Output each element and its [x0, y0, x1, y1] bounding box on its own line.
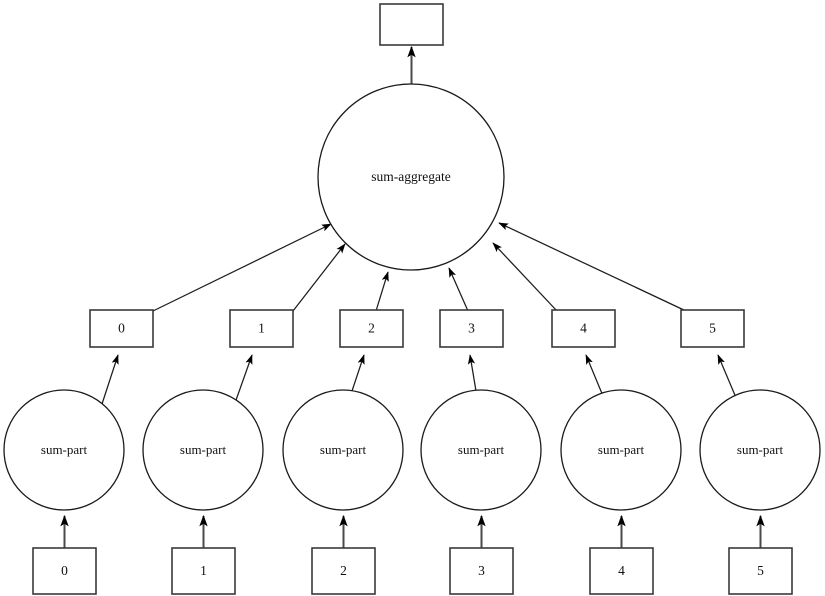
- input-box-0-shape: [32, 547, 97, 595]
- edge-box-4-to-aggregate: [492, 242, 558, 312]
- intermediate-box-1[interactable]: 1: [229, 309, 294, 348]
- edge-box-0-to-aggregate: [152, 223, 332, 312]
- input-box-4-label: 4: [618, 563, 625, 578]
- input-box-2-shape: [311, 547, 376, 595]
- aggregate-label: sum-aggregate: [371, 169, 450, 184]
- input-box-0[interactable]: 0: [32, 547, 97, 595]
- intermediate-box-1-shape: [229, 309, 294, 348]
- intermediate-box-4[interactable]: 4: [551, 309, 616, 348]
- node-part-4[interactable]: sum-part: [560, 389, 682, 511]
- edge-part-1-to-box-1: [234, 354, 253, 404]
- part-0-circle-shape: [3, 389, 125, 511]
- input-box-1[interactable]: 1: [171, 547, 236, 595]
- output-box-shape: [379, 3, 444, 46]
- intermediate-box-2-label: 2: [368, 321, 375, 336]
- edge-box-3-to-aggregate: [448, 267, 469, 312]
- input-box-3-label: 3: [478, 563, 485, 578]
- node-part-5[interactable]: sum-part: [699, 389, 821, 511]
- node-aggregate[interactable]: sum-aggregate: [317, 83, 505, 271]
- part-2-label: sum-part: [320, 442, 367, 457]
- intermediate-box-2-shape: [339, 309, 404, 348]
- part-2-circle-shape: [282, 389, 404, 511]
- part-nodes-group: sum-part sum-part sum-part sum-part sum-…: [3, 389, 821, 511]
- part-3-label: sum-part: [458, 442, 505, 457]
- edges-input-to-part: [60, 514, 765, 548]
- part-4-circle-shape: [560, 389, 682, 511]
- part-5-circle-shape: [699, 389, 821, 511]
- part-4-label: sum-part: [598, 442, 645, 457]
- edge-box-5-to-aggregate: [498, 222, 687, 312]
- intermediate-box-3-label: 3: [468, 321, 475, 336]
- intermediate-box-4-label: 4: [580, 321, 587, 336]
- input-box-5-label: 5: [757, 563, 764, 578]
- intermediate-box-0-label: 0: [118, 321, 125, 336]
- node-part-3[interactable]: sum-part: [420, 389, 542, 511]
- edge-box-2-to-aggregate: [375, 271, 389, 312]
- edge-part-2-to-box-2: [351, 354, 365, 392]
- input-box-2[interactable]: 2: [311, 547, 376, 595]
- part-0-label: sum-part: [41, 442, 88, 457]
- intermediate-box-1-label: 1: [258, 321, 265, 336]
- intermediate-box-5-label: 5: [709, 321, 716, 336]
- input-box-5-shape: [728, 547, 793, 595]
- node-output-box[interactable]: [379, 3, 444, 46]
- edge-part-4-to-box-4: [585, 354, 604, 397]
- input-box-4-shape: [589, 547, 654, 595]
- intermediate-boxes-group: 0 1 2 3 4 5: [89, 309, 745, 348]
- node-part-0[interactable]: sum-part: [3, 389, 125, 511]
- intermediate-box-0-shape: [89, 309, 154, 348]
- edges-part-to-box: [101, 354, 738, 405]
- part-3-circle-shape: [420, 389, 542, 511]
- input-box-5[interactable]: 5: [728, 547, 793, 595]
- input-box-0-label: 0: [61, 563, 68, 578]
- intermediate-box-5-shape: [680, 309, 745, 348]
- intermediate-box-5[interactable]: 5: [680, 309, 745, 348]
- node-part-2[interactable]: sum-part: [282, 389, 404, 511]
- edge-box-1-to-aggregate: [292, 243, 346, 312]
- part-5-label: sum-part: [737, 442, 784, 457]
- node-part-1[interactable]: sum-part: [142, 389, 264, 511]
- edge-part-0-to-box-0: [101, 354, 119, 405]
- intermediate-box-3[interactable]: 3: [439, 309, 504, 348]
- edges-box-to-aggregate: [152, 222, 687, 312]
- input-box-4[interactable]: 4: [589, 547, 654, 595]
- input-box-1-label: 1: [200, 563, 207, 578]
- input-box-2-label: 2: [340, 563, 347, 578]
- input-box-3-shape: [449, 547, 514, 595]
- input-box-1-shape: [171, 547, 236, 595]
- edge-part-3-to-box-3: [467, 354, 477, 392]
- intermediate-box-3-shape: [439, 309, 504, 348]
- part-1-label: sum-part: [180, 442, 227, 457]
- intermediate-box-2[interactable]: 2: [339, 309, 404, 348]
- intermediate-box-4-shape: [551, 309, 616, 348]
- input-box-3[interactable]: 3: [449, 547, 514, 595]
- aggregate-circle-shape: [317, 83, 505, 271]
- edge-part-5-to-box-5: [717, 354, 738, 401]
- input-boxes-group: 0 1 2 3 4 5: [32, 547, 793, 595]
- intermediate-box-0[interactable]: 0: [89, 309, 154, 348]
- part-1-circle-shape: [142, 389, 264, 511]
